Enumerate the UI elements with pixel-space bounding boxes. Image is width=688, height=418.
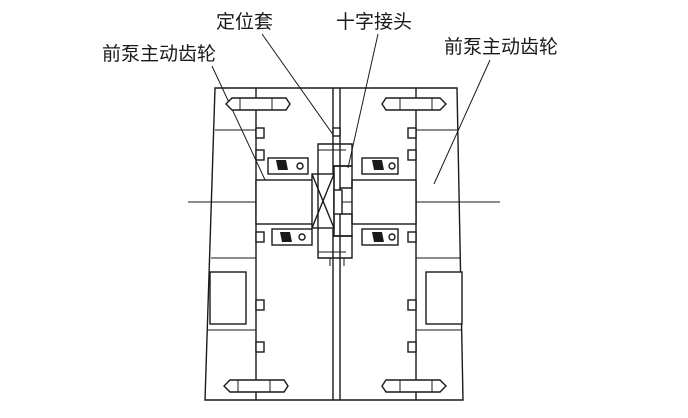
left-gear-shaft [255,179,315,225]
leader-cross-joint [347,33,379,169]
leader-left-drive-gear [211,65,267,183]
label-positioning-sleeve: 定位套 [216,11,273,33]
leader-lines [211,33,491,185]
bottom-bolts [223,379,447,393]
left-shaft-end [311,173,335,229]
lower-pockets [209,271,463,325]
leader-positioning-sleeve [261,33,335,137]
cross-joint-center [333,189,343,215]
top-bolts [225,97,447,111]
right-gear-shaft [351,179,417,225]
label-cross-joint: 十字接头 [336,11,412,33]
label-right-drive-gear: 前泵主动齿轮 [444,36,558,58]
label-left-drive-gear: 前泵主动齿轮 [102,43,216,65]
wall-notches [255,127,417,353]
housing-outline [204,87,464,401]
leader-right-drive-gear [433,59,491,185]
bearings [267,157,399,246]
